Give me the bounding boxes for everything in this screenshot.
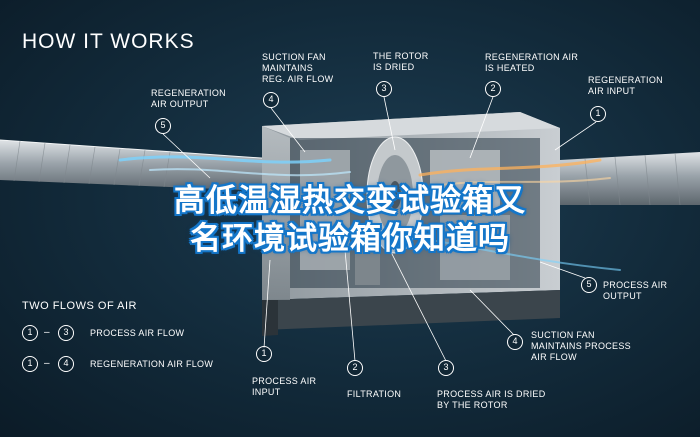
callout-label: PROCESS AIR IS DRIED BY THE ROTOR <box>437 389 546 410</box>
callout-leader-lines <box>162 96 597 362</box>
regeneration-output-duct <box>0 139 291 192</box>
callout-number: 3 <box>376 81 392 97</box>
legend-to-number: 4 <box>58 356 74 372</box>
callout-label: SUCTION FAN MAINTAINS REG. AIR FLOW <box>262 52 334 84</box>
dehumidifier-unit <box>262 112 560 336</box>
callout-label: SUCTION FAN MAINTAINS PROCESS AIR FLOW <box>531 330 631 362</box>
callout-number: 5 <box>581 277 597 293</box>
callout-number: 2 <box>347 360 363 376</box>
callout-label: PROCESS AIR OUTPUT <box>603 280 668 301</box>
callout-number: 5 <box>155 118 171 134</box>
legend-label: REGENERATION AIR FLOW <box>90 359 214 369</box>
legend-dash: – <box>44 327 50 338</box>
callout-label: FILTRATION <box>347 389 402 399</box>
callout-number: 3 <box>438 360 454 376</box>
legend-heading: TWO FLOWS OF AIR <box>22 300 137 312</box>
callout-number: 4 <box>507 334 523 350</box>
callout-number: 4 <box>263 92 279 108</box>
callout-label: PROCESS AIR INPUT <box>252 376 317 397</box>
legend-to-number: 3 <box>58 325 74 341</box>
callout-number: 2 <box>485 81 501 97</box>
legend-label: PROCESS AIR FLOW <box>90 328 185 338</box>
callout-label: REGENERATION AIR OUTPUT <box>151 88 226 109</box>
callout-label: THE ROTOR IS DRIED <box>373 51 429 72</box>
callout-number: 1 <box>256 346 272 362</box>
overlay-title: 高低温湿热交变试验箱又名环境试验箱你知道吗 <box>174 183 526 256</box>
page-title: HOW IT WORKS <box>22 30 195 53</box>
legend-from-number: 1 <box>22 356 38 372</box>
callout-number: 1 <box>590 106 606 122</box>
air-flow-swirls <box>118 155 621 271</box>
callout-label: REGENERATION AIR IS HEATED <box>485 52 579 73</box>
legend-from-number: 1 <box>22 325 38 341</box>
callout-label: REGENERATION AIR INPUT <box>588 75 663 96</box>
legend-dash: – <box>44 358 50 369</box>
regeneration-input-duct <box>560 152 700 206</box>
